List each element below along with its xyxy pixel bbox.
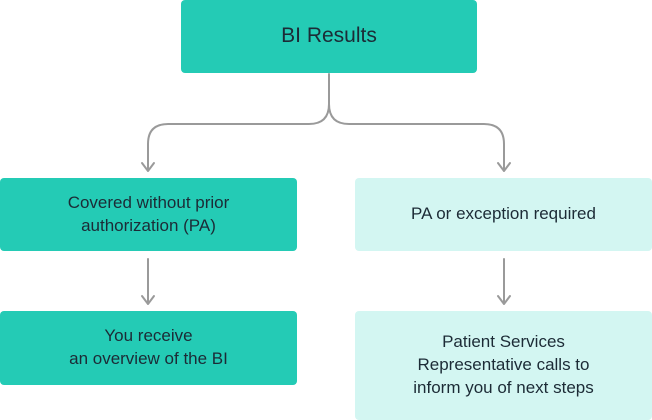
arrowhead-psr (497, 295, 511, 305)
bi-results-box: BI Results (181, 0, 477, 73)
connector-brace-right (328, 103, 505, 171)
arrowhead-overview (141, 295, 155, 305)
arrowhead-pa (497, 162, 511, 172)
overview-label: You receive an overview of the BI (69, 326, 228, 368)
patient-services-box: Patient Services Representative calls to… (355, 311, 652, 420)
covered-without-pa-label: Covered without prior authorization (PA) (67, 192, 230, 235)
covered-without-pa-box: Covered without prior authorization (PA) (0, 178, 297, 251)
arrowhead-covered (141, 162, 155, 172)
pa-required-box: PA or exception required (355, 178, 652, 251)
patient-services-label: Patient Services Representative calls to… (413, 332, 594, 397)
overview-box: You receive an overview of the BI (0, 311, 297, 385)
bi-results-label: BI Results (281, 24, 377, 48)
pa-required-label: PA or exception required (411, 204, 596, 224)
connector-brace-left (147, 103, 330, 171)
